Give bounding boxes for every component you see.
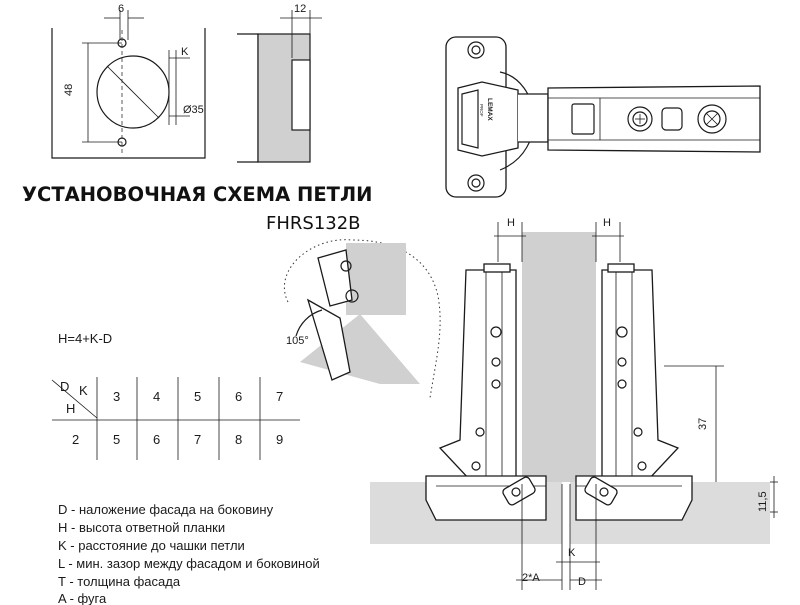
dim-2a-label: 2*A [522,572,540,584]
table-k-value: 4 [153,389,160,404]
cup-position-drawing: 6 48 K Ø35 [51,3,206,159]
dim-6-label: 6 [118,3,124,15]
dim-d35-label: Ø35 [183,104,204,116]
table-h-value: 5 [113,432,120,447]
table-row-label: 2 [72,432,79,447]
table-corner-h: H [66,401,75,416]
brand-label: LEMAX [486,98,493,121]
hinge-plan-view: LEMAX PROF [445,36,761,198]
table-k-value: 5 [194,389,201,404]
legend-item: K - расстояние до чашки петли [58,538,245,553]
formula-text: H=4+K-D [58,331,112,346]
legend: D - наложение фасада на боковину H - выс… [58,502,320,605]
adjustment-table: D K H 3 4 5 6 7 2 5 6 7 8 9 [51,377,300,460]
dim-12-label: 12 [294,3,306,15]
table-h-value: 7 [194,432,201,447]
adjust-screw-icon [697,104,727,134]
dim-11-5-label: 11,5 [757,491,769,512]
dim-k-bottom-label: K [568,547,576,559]
facade-drawing: 12 [237,3,322,163]
screw-icon [627,106,653,132]
installation-section: H H 37 11,5 K 2*A D [370,217,778,590]
legend-item: H - высота ответной планки [58,520,225,535]
table-corner-k: K [79,383,88,398]
dim-48-label: 48 [63,84,75,96]
table-corner-d: D [60,379,69,394]
dim-h-right-label: H [603,217,611,229]
legend-item: T - толщина фасада [58,574,181,589]
legend-item: A - фуга [58,591,107,605]
brand-sub-label: PROF [479,104,484,117]
legend-item: D - наложение фасада на боковину [58,502,274,517]
right-hinge [575,263,693,521]
cup-bore [291,59,311,131]
table-k-value: 6 [235,389,242,404]
page-title: УСТАНОВОЧНАЯ СХЕМА ПЕТЛИ [22,183,372,206]
dim-k-label: K [181,46,189,58]
table-k-value: 3 [113,389,120,404]
model-label: FHRS132B [266,213,361,234]
legend-item: L - мин. зазор между фасадом и боковиной [58,556,320,571]
dim-37-label: 37 [697,418,709,430]
table-h-value: 9 [276,432,283,447]
left-hinge [425,263,547,521]
dim-d-label: D [578,576,586,588]
table-h-value: 6 [153,432,160,447]
table-k-value: 7 [276,389,283,404]
angle-label: 105° [286,335,309,347]
opening-angle-detail: 105° [283,239,441,399]
cabinet-side-panel [522,232,596,482]
dim-h-left-label: H [507,217,515,229]
table-h-value: 8 [235,432,242,447]
